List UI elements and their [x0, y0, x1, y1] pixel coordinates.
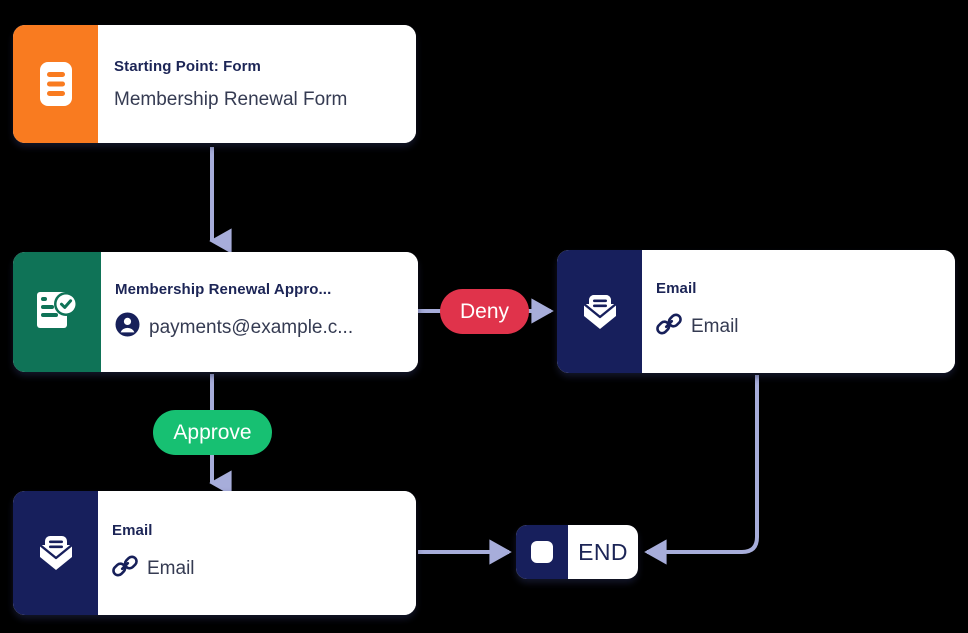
node-subtitle: payments@example.c... — [149, 316, 354, 338]
node-content: Email Email — [642, 250, 955, 373]
node-content: Email Email — [98, 491, 416, 615]
node-subtitle-row: Email — [656, 311, 941, 343]
node-subtitle-row: Email — [112, 553, 402, 585]
node-membership-renewal-approval[interactable]: Membership Renewal Appro... payments@exa… — [13, 252, 418, 372]
stop-square-icon — [516, 525, 568, 579]
node-content: Starting Point: Form Membership Renewal … — [98, 25, 416, 143]
node-title: Starting Point: Form — [114, 57, 261, 75]
node-title: Email — [112, 521, 153, 539]
node-subtitle: Email — [147, 557, 195, 579]
node-end[interactable]: END — [516, 525, 638, 579]
node-email-approve-branch[interactable]: Email Email — [13, 491, 416, 615]
branch-label-approve[interactable]: Approve — [153, 410, 272, 455]
node-subtitle-row: Membership Renewal Form — [114, 89, 402, 111]
node-email-deny-branch[interactable]: Email Email — [557, 250, 955, 373]
branch-label-deny[interactable]: Deny — [440, 289, 529, 334]
node-starting-point[interactable]: Starting Point: Form Membership Renewal … — [13, 25, 416, 143]
link-icon — [656, 311, 682, 343]
end-label: END — [578, 538, 628, 565]
node-subtitle: Membership Renewal Form — [114, 88, 348, 110]
approval-check-document-icon — [13, 252, 101, 372]
node-subtitle-row: payments@example.c... — [115, 312, 404, 343]
envelope-icon — [557, 250, 642, 373]
person-icon — [115, 312, 140, 343]
form-document-icon — [13, 25, 98, 143]
node-subtitle: Email — [691, 316, 739, 337]
connector-email-right-to-end — [644, 375, 759, 565]
node-title: Membership Renewal Appro... — [115, 281, 332, 298]
node-title: Email — [656, 280, 697, 297]
link-icon — [112, 553, 138, 585]
node-content: Membership Renewal Appro... payments@exa… — [101, 252, 418, 372]
envelope-icon — [13, 491, 98, 615]
